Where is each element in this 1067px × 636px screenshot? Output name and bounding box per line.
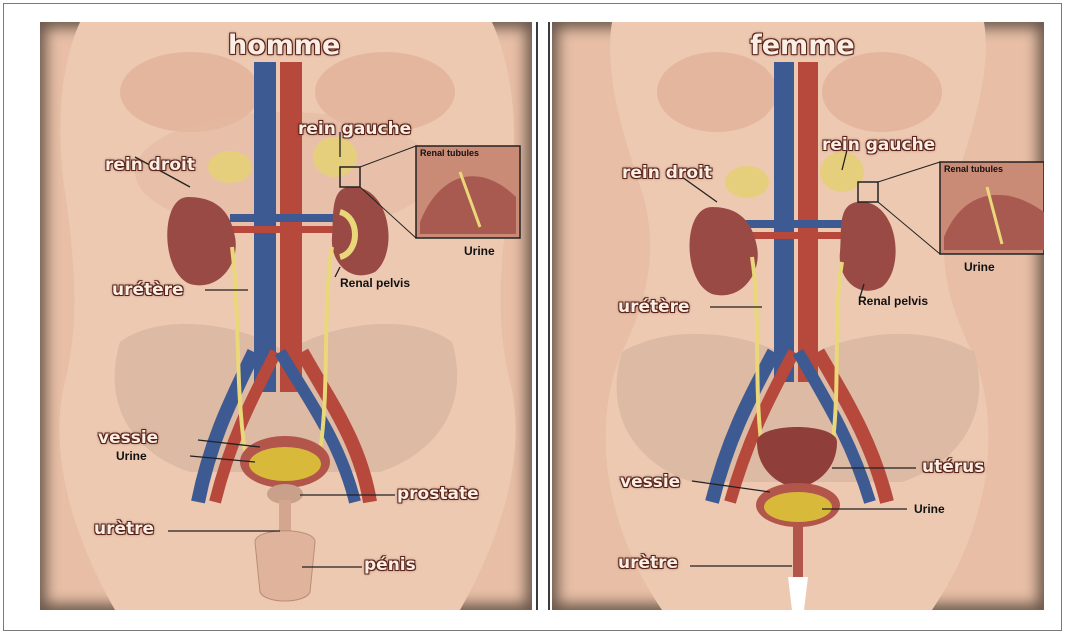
female-title: femme xyxy=(750,30,855,61)
male-label-penis: pénis xyxy=(364,555,416,575)
female-label-urine-inset: Urine xyxy=(964,260,995,274)
female-label-renal-pelvis: Renal pelvis xyxy=(858,294,928,308)
male-label-urine-inset: Urine xyxy=(464,244,495,258)
male-anatomy-panel: homme rein gauche rein droit Renal tubul… xyxy=(40,22,532,610)
male-label-rein-gauche: rein gauche xyxy=(298,119,411,139)
male-label-uretere: urétère xyxy=(112,280,184,300)
male-label-rein-droit: rein droit xyxy=(105,155,195,175)
male-label-vessie: vessie xyxy=(98,428,158,448)
female-label-urine: Urine xyxy=(914,502,945,516)
female-label-uretere: urétère xyxy=(618,297,690,317)
female-label-rein-gauche: rein gauche xyxy=(822,135,935,155)
female-label-renal-tubules: Renal tubules xyxy=(944,164,1003,174)
female-label-rein-droit: rein droit xyxy=(622,163,712,183)
male-label-urine: Urine xyxy=(116,449,147,463)
female-label-uretre: urètre xyxy=(618,553,678,573)
female-label-uterus: utérus xyxy=(922,457,984,477)
male-label-prostate: prostate xyxy=(397,484,479,504)
male-label-renal-tubules: Renal tubules xyxy=(420,148,479,158)
male-label-renal-pelvis: Renal pelvis xyxy=(340,276,410,290)
female-label-vessie: vessie xyxy=(620,472,680,492)
male-title: homme xyxy=(228,30,340,61)
female-anatomy-panel: femme rein gauche rein droit Renal tubul… xyxy=(552,22,1044,610)
male-label-uretre: urètre xyxy=(94,519,154,539)
panel-divider-right xyxy=(548,22,550,610)
panel-divider-left xyxy=(536,22,538,610)
